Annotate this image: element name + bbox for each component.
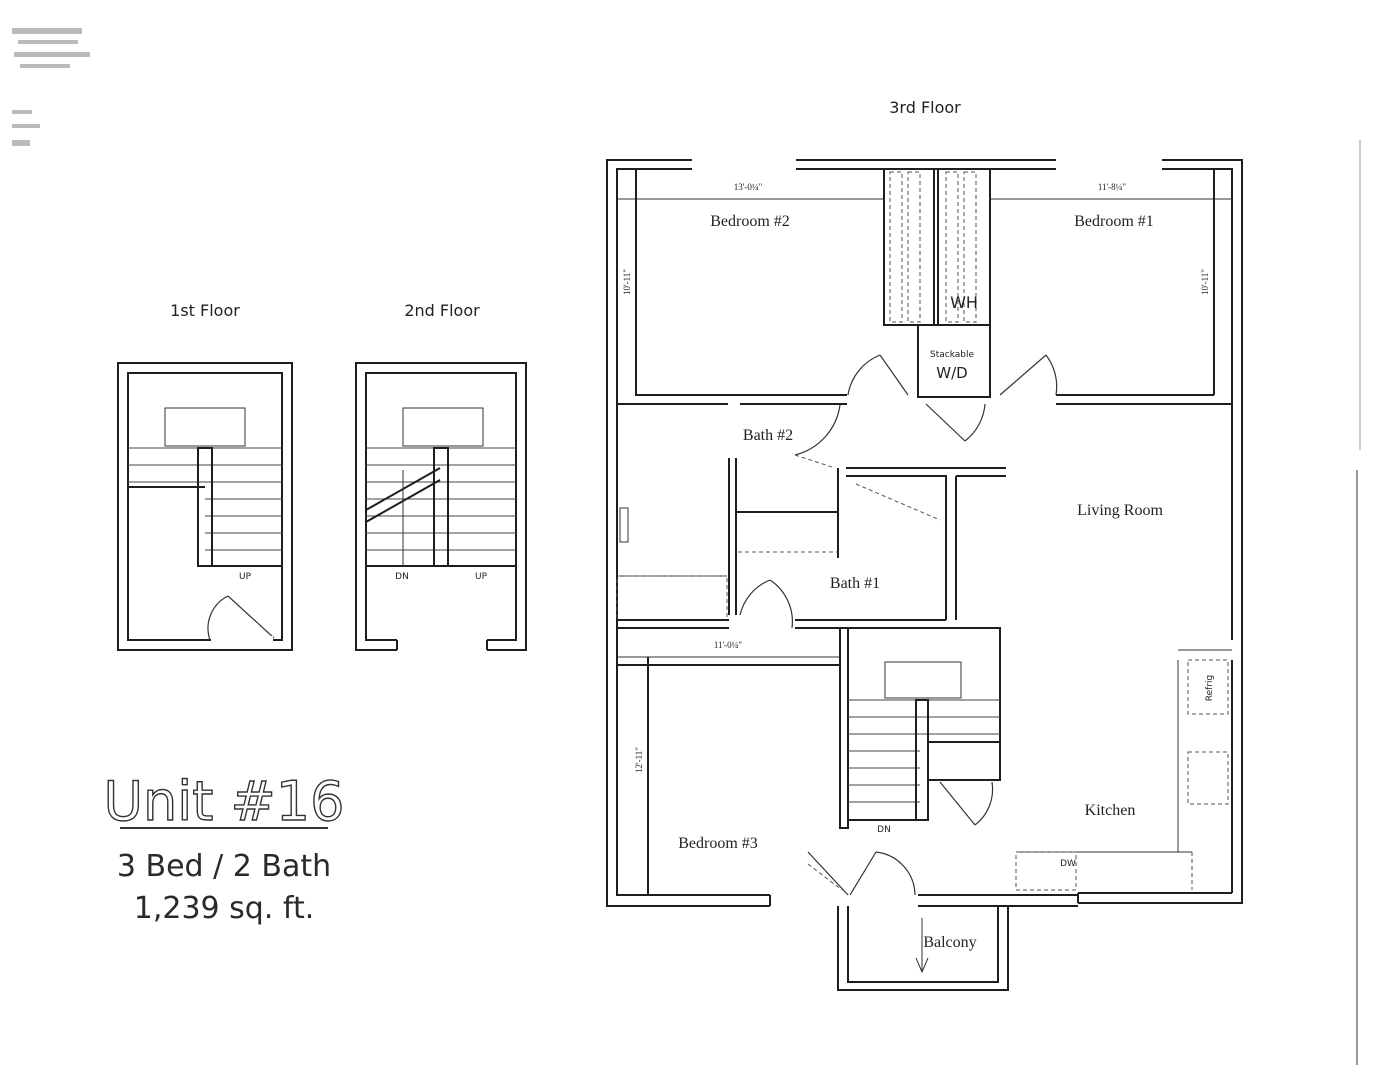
bedroom-3-label: Bedroom #3 xyxy=(678,835,758,852)
water-heater-label: WH xyxy=(950,293,978,312)
hall-doors xyxy=(794,354,1058,469)
second-floor-stair xyxy=(365,447,516,567)
bath-1-label: Bath #1 xyxy=(830,575,880,592)
first-floor-plan: 1st Floor UP xyxy=(117,301,293,651)
first-floor-up-label: UP xyxy=(239,572,252,582)
balcony-label: Balcony xyxy=(923,934,976,951)
bedroom-3: 11'-0¼" 12'-11" Bedroom #3 xyxy=(617,619,849,895)
bedroom-3-depth: 12'-11" xyxy=(634,747,644,773)
second-floor-title: 2nd Floor xyxy=(404,301,480,320)
bath-2: Bath #2 xyxy=(616,427,838,621)
first-floor-door xyxy=(207,595,275,646)
bedroom-1: 11'-8¼" 10'-11" Bedroom #1 xyxy=(989,169,1232,405)
first-floor-title: 1st Floor xyxy=(170,301,240,320)
dishwasher-label: DW xyxy=(1060,859,1076,869)
unit-beds-baths: 3 Bed / 2 Bath xyxy=(117,849,331,884)
third-floor-dn-label: DN xyxy=(877,825,891,835)
bedroom-3-width: 11'-0¼" xyxy=(714,640,743,650)
bath-2-label: Bath #2 xyxy=(743,427,793,444)
first-floor-stair xyxy=(128,447,282,567)
unit-summary: Unit #16 3 Bed / 2 Bath 1,239 sq. ft. xyxy=(103,769,345,926)
third-floor-plan: 3rd Floor 13'-0¼" 10'-11" Bedroom #2 xyxy=(606,98,1243,991)
bedroom-1-label: Bedroom #1 xyxy=(1074,213,1154,230)
second-floor-dn-label: DN xyxy=(395,572,409,582)
kitchen: Kitchen Refrig DW xyxy=(1015,649,1232,891)
third-floor-title: 3rd Floor xyxy=(889,98,961,117)
unit-title: Unit #16 xyxy=(103,770,344,833)
refrigerator-label: Refrig xyxy=(1205,675,1215,701)
bedroom-1-depth: 10'-11" xyxy=(1200,269,1210,295)
scan-noise xyxy=(12,28,1361,1065)
closets: WH Stackable W/D xyxy=(883,168,991,398)
bedroom-2-depth: 10'-11" xyxy=(622,269,632,295)
washer-dryer-label: W/D xyxy=(936,364,967,382)
exterior-walls xyxy=(606,159,1243,907)
bedroom-2-label: Bedroom #2 xyxy=(710,213,790,230)
kitchen-label: Kitchen xyxy=(1085,802,1136,819)
balcony-doors xyxy=(807,851,916,896)
second-floor-plan: 2nd Floor DN UP xyxy=(355,301,527,652)
living-room-label: Living Room xyxy=(1077,502,1163,519)
bedroom-1-width: 11'-8¼" xyxy=(1098,182,1127,192)
second-floor-up-label: UP xyxy=(475,572,488,582)
unit-area: 1,239 sq. ft. xyxy=(134,891,315,926)
stackable-label: Stackable xyxy=(930,350,974,360)
third-floor-stair: DN xyxy=(848,627,1001,835)
bath-1: Bath #1 xyxy=(738,467,1006,629)
bedroom-2-width: 13'-0¼" xyxy=(734,182,763,192)
balcony: Balcony xyxy=(837,906,1009,991)
bedroom-2: 13'-0¼" 10'-11" Bedroom #2 xyxy=(617,169,884,405)
living-room: Living Room xyxy=(1077,502,1163,519)
